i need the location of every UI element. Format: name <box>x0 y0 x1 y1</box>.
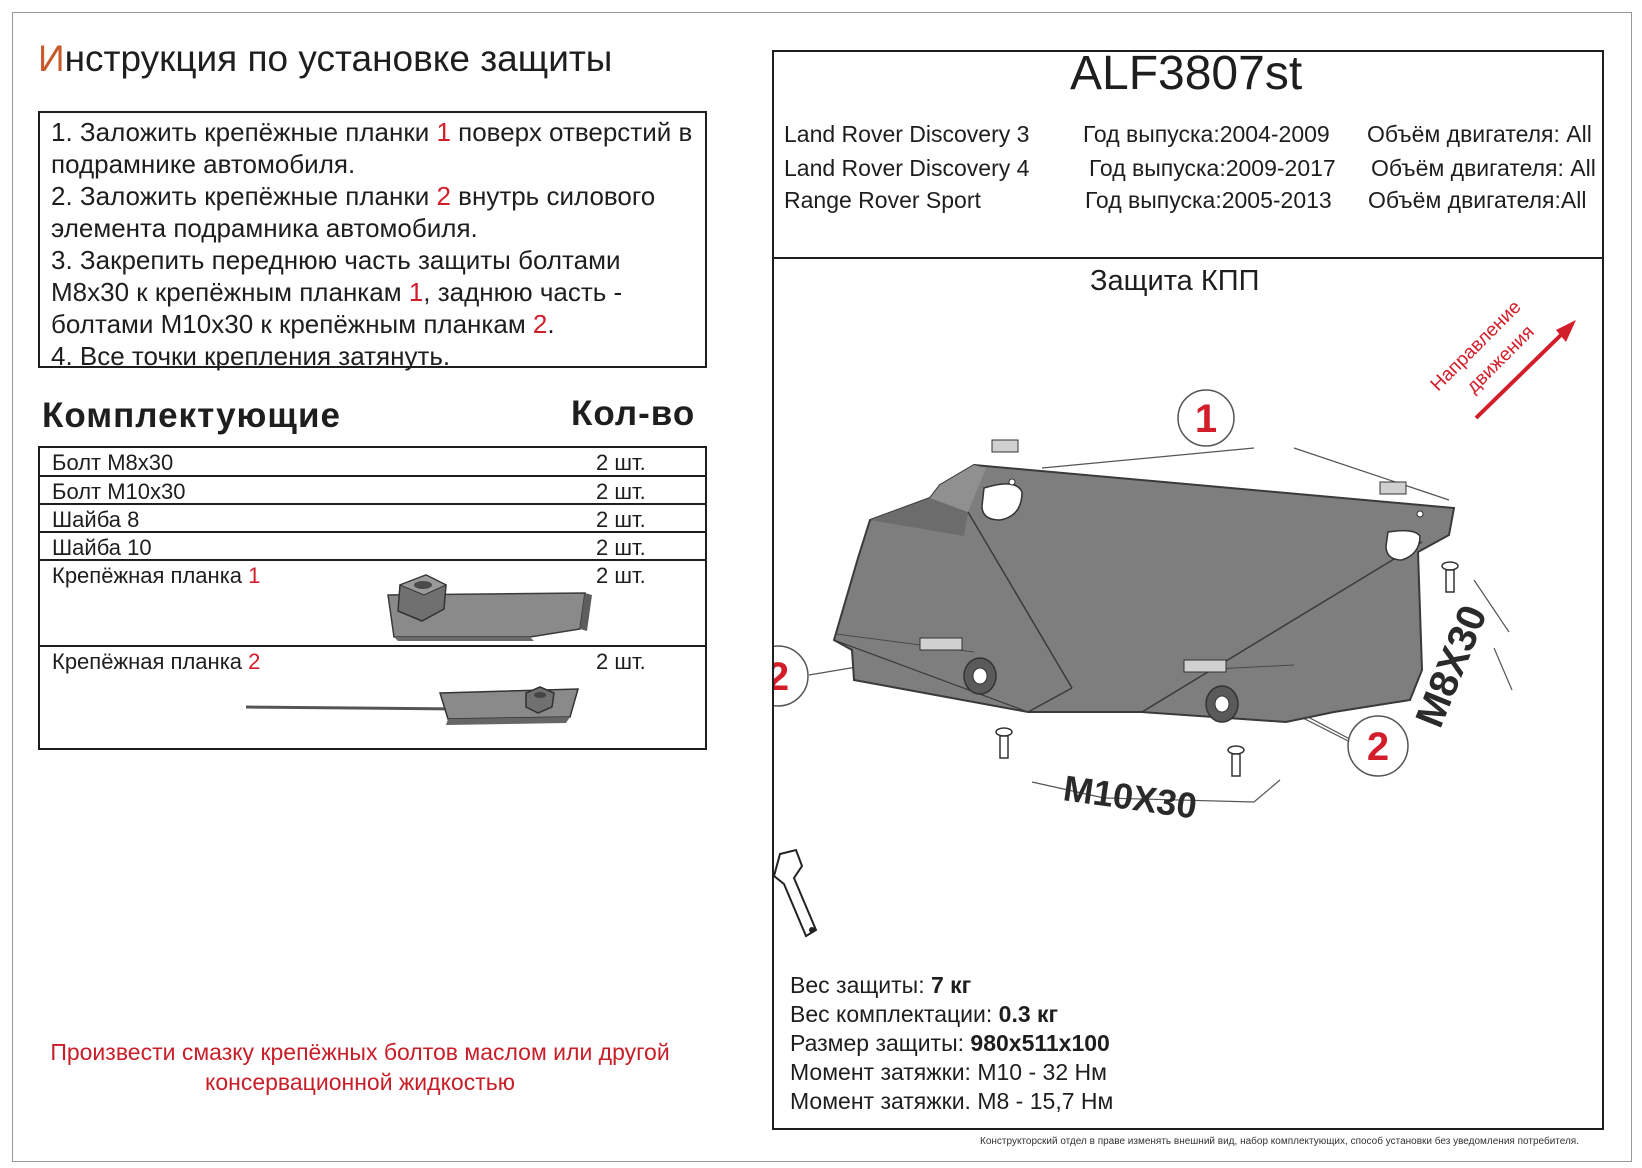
panel-divider <box>774 257 1602 259</box>
note-line-2: консервационной жидкостью <box>205 1069 515 1095</box>
wrench-icon <box>774 848 818 938</box>
step-1-text-b: поверх отверстий в подрамнике автомобиля… <box>51 117 693 179</box>
vehicle-years: Год выпуска:2005-2013 <box>1085 187 1332 213</box>
vehicle-engine: Объём двигателя:All <box>1368 187 1587 213</box>
kit-table: Болт М8х30 2 шт. Болт М10х30 2 шт. Шайба… <box>38 446 707 750</box>
kit-item-name: Шайба 8 <box>52 507 140 532</box>
spec-torque-m10: Момент затяжки: М10 - 32 Нм <box>790 1059 1107 1086</box>
kit-item-qty: 2 шт. <box>596 649 646 674</box>
step-3-ref-1: 1 <box>408 277 424 307</box>
spec-label: Момент затяжки: <box>790 1059 978 1085</box>
step-1: 1. Заложить крепёжные планки 1 поверх от… <box>51 116 697 180</box>
kit-qty-header: Кол-во <box>571 394 696 433</box>
step-3-text-a: 3. Закрепить переднюю часть защиты болта… <box>51 245 621 307</box>
vehicle-years: Год выпуска:2009-2017 <box>1089 155 1336 181</box>
instruction-steps: 1. Заложить крепёжные планки 1 поверх от… <box>38 111 707 371</box>
spec-label: Вес защиты: <box>790 972 931 998</box>
kit-row-plate-1: Крепёжная планка 1 2 шт. <box>40 561 705 647</box>
product-code: ALF3807st <box>1070 47 1303 100</box>
kit-item-name: Болт М8х30 <box>52 450 174 475</box>
kit-row-bolt-m10: Болт М10х30 2 шт. <box>40 477 705 505</box>
step-2-ref: 2 <box>436 181 451 211</box>
step-2-text-b: внутрь силового элемента подрамника авто… <box>51 181 656 243</box>
spec-label: Размер защиты: <box>790 1030 971 1056</box>
kit-item-qty: 2 шт. <box>596 535 646 560</box>
spec-size: Размер защиты: 980x511x100 <box>790 1030 1110 1057</box>
step-3-text-b: , заднюю часть - болтами М10х30 к крепёж… <box>51 277 623 339</box>
diagram-bolts <box>995 561 1459 777</box>
kit-item-name: Болт М10х30 <box>52 479 186 504</box>
callout-2-label: 2 <box>1367 725 1389 769</box>
spec-weight: Вес защиты: 7 кг <box>790 972 971 999</box>
mounting-plate-2-image <box>245 686 580 725</box>
vehicle-model: Land Rover Discovery 4 <box>784 155 1030 181</box>
vehicle-engine: Объём двигателя: All <box>1371 155 1596 181</box>
step-1-text-a: 1. Заложить крепёжные планки <box>51 117 437 147</box>
kit-item-qty: 2 шт. <box>596 507 646 532</box>
callout-2-left: 2 <box>774 645 809 707</box>
note-line-1: Произвести смазку крепёжных болтов масло… <box>50 1039 670 1065</box>
vehicle-engine: Объём двигателя: All <box>1367 121 1592 147</box>
bolt-size-rear: M10X30 <box>1061 767 1199 826</box>
spec-kit-weight: Вес комплектации: 0.3 кг <box>790 1001 1058 1028</box>
vehicle-model: Land Rover Discovery 3 <box>784 121 1030 147</box>
step-4: 4. Все точки крепления затянуть. <box>51 340 697 372</box>
step-1-ref: 1 <box>436 117 451 147</box>
lubrication-note: Произвести смазку крепёжных болтов масло… <box>30 1037 690 1097</box>
kit-item-qty: 2 шт. <box>596 563 646 588</box>
spec-torque-m8: Момент затяжки. М8 - 15,7 Нм <box>790 1088 1113 1115</box>
spec-label: Момент затяжки. <box>790 1088 978 1114</box>
diagram-mount-plates <box>919 439 1407 673</box>
step-3-ref-2: 2 <box>532 309 548 339</box>
page-frame <box>12 12 1632 1162</box>
kit-row-bolt-m8: Болт М8х30 2 шт. <box>40 448 705 477</box>
vehicle-years: Год выпуска:2004-2009 <box>1083 121 1330 147</box>
kit-header: Комплектующие <box>42 396 341 435</box>
spec-value: 7 кг <box>930 972 972 998</box>
callout-2-right: 2 <box>1347 715 1409 777</box>
part-name: Защита КПП <box>1090 265 1260 297</box>
kit-item-name: Шайба 10 <box>52 535 152 560</box>
spec-value: 980x511x100 <box>970 1030 1110 1056</box>
kit-item-name-text: Крепёжная планка <box>52 563 249 588</box>
callout-1-label: 1 <box>1195 397 1217 441</box>
kit-item-qty: 2 шт. <box>596 479 646 504</box>
step-3: 3. Закрепить переднюю часть защиты болта… <box>51 244 697 340</box>
page-title: Инструкция по установке защиты <box>38 38 612 80</box>
kit-row-plate-2: Крепёжная планка 2 2 шт. <box>40 647 705 750</box>
vehicle-model: Range Rover Sport <box>784 187 981 213</box>
step-4-text: 4. Все точки крепления затянуть. <box>51 341 451 371</box>
step-2-text-a: 2. Заложить крепёжные планки <box>51 181 437 211</box>
disclaimer-footnote: Конструкторский отдел в праве изменять в… <box>980 1136 1579 1147</box>
kit-row-washer-10: Шайба 10 2 шт. <box>40 533 705 561</box>
mounting-plate-1-image <box>387 574 592 641</box>
spec-value: М8 - 15,7 Нм <box>977 1088 1114 1114</box>
spec-value: М10 - 32 Нм <box>977 1059 1107 1085</box>
kit-item-ref: 2 <box>248 649 261 674</box>
kit-item-name: Крепёжная планка 1 <box>52 563 260 589</box>
title-first-letter: И <box>38 38 65 79</box>
skid-plate <box>832 463 1456 724</box>
step-2: 2. Заложить крепёжные планки 2 внутрь си… <box>51 180 697 244</box>
step-3-text-c: . <box>547 309 555 339</box>
kit-item-name: Крепёжная планка 2 <box>52 649 260 675</box>
spec-label: Вес комплектации: <box>790 1001 999 1027</box>
product-panel <box>772 50 1604 1130</box>
callout-2-label: 2 <box>774 655 789 699</box>
title-rest: нструкция по установке защиты <box>64 38 613 79</box>
spec-value: 0.3 кг <box>998 1001 1059 1027</box>
installation-diagram: Направление движения <box>774 297 1576 938</box>
direction-arrow: Направление движения <box>1427 297 1576 420</box>
callout-1: 1 <box>1177 389 1235 447</box>
kit-row-washer-8: Шайба 8 2 шт. <box>40 505 705 533</box>
kit-item-ref: 1 <box>248 563 261 588</box>
kit-item-name-text: Крепёжная планка <box>52 649 249 674</box>
kit-item-qty: 2 шт. <box>596 450 646 475</box>
